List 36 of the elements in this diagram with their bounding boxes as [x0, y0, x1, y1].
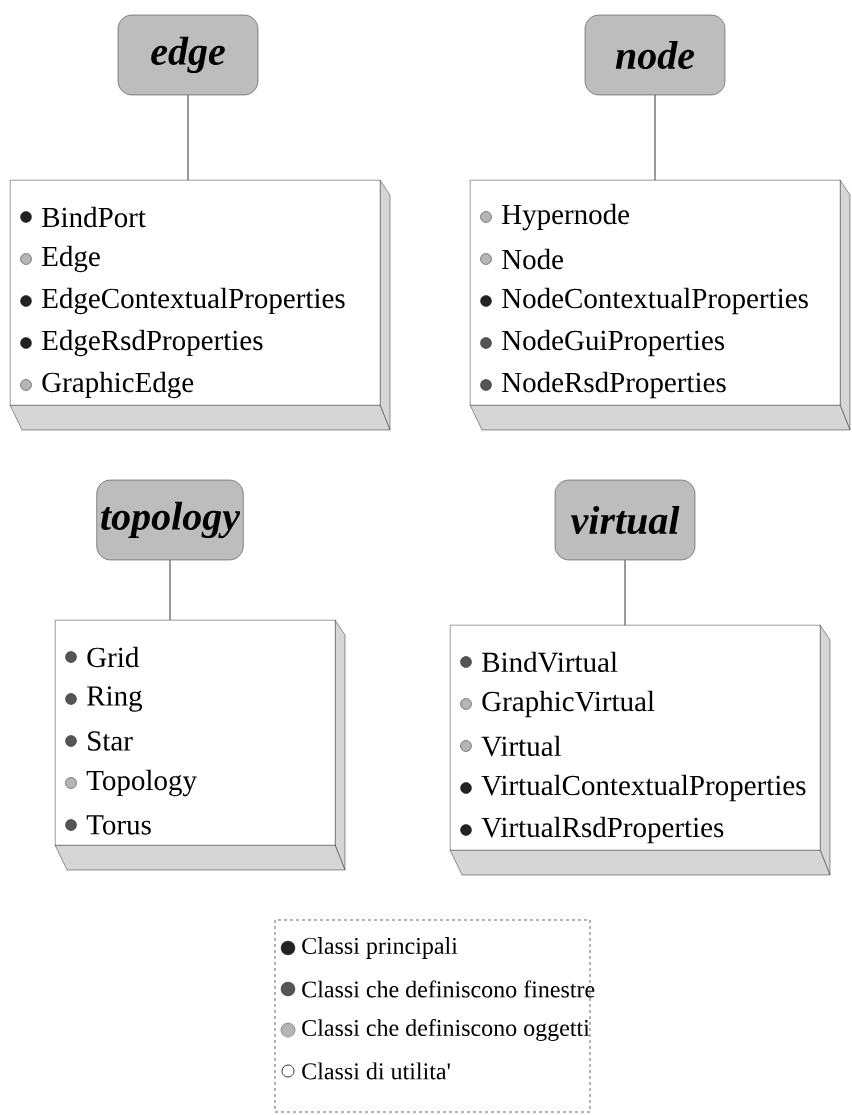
- legend-text: Classi principali: [302, 937, 458, 959]
- class-name: Torus: [86, 815, 151, 835]
- class-name: GraphicEdge: [42, 371, 194, 399]
- class-name: EdgeContextualProperties: [42, 287, 345, 315]
- class-name: VirtualContextualProperties: [481, 774, 806, 802]
- package-header: topology: [96, 479, 244, 561]
- class-name: Grid: [87, 646, 139, 668]
- class-list-box: [449, 624, 831, 876]
- class-name: Virtual: [481, 735, 562, 757]
- legend-text: Classi che definiscono oggetti: [302, 1018, 590, 1042]
- connector-line: [169, 559, 171, 621]
- connector-line: [624, 559, 626, 626]
- class-name: Hypernode: [502, 203, 630, 231]
- package-header: node: [584, 14, 726, 96]
- connector-line: [654, 94, 656, 181]
- class-name: NodeRsdProperties: [502, 371, 726, 399]
- class-name: GraphicVirtual: [482, 690, 655, 718]
- class-name: Node: [502, 248, 563, 270]
- class-name: VirtualRsdProperties: [481, 816, 724, 844]
- class-name: Topology: [86, 769, 197, 797]
- class-list-box: [9, 179, 391, 431]
- legend-text: Classi di utilita': [302, 1062, 450, 1080]
- class-name: BindPort: [42, 206, 146, 228]
- class-name: Ring: [87, 686, 143, 712]
- class-list-box: [54, 619, 346, 871]
- connector-line: [187, 94, 189, 181]
- package-header: edge: [117, 14, 259, 96]
- class-list-box: [469, 179, 851, 431]
- class-name: NodeGuiProperties: [502, 329, 725, 357]
- class-name: EdgeRsdProperties: [42, 329, 263, 357]
- package-header: virtual: [554, 479, 696, 561]
- class-name: Edge: [42, 245, 100, 273]
- class-name: BindVirtual: [482, 651, 618, 673]
- class-name: NodeContextualProperties: [502, 287, 808, 315]
- legend-text: Classi che definiscono finestre: [302, 980, 595, 998]
- class-name: Star: [88, 731, 133, 751]
